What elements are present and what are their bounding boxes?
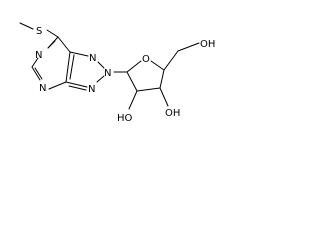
bond-c2prime-c1prime — [126, 71, 138, 92]
atom-hydroxyl-ch2: OH — [200, 39, 215, 50]
atom-hydroxyl-right: OH — [165, 108, 180, 119]
bond-c3a-c7a-double — [69, 54, 75, 80]
atom-oxygen-ring: O — [142, 54, 150, 65]
atom-nitrogen-triazole-top: N — [89, 53, 96, 64]
atom-hydroxyl-left: HO — [117, 113, 133, 124]
bond-c5-n4 — [31, 66, 41, 81]
molecule-structure: S N N N N N O OH HO OH — [19, 22, 215, 124]
bond-n6-c5 — [31, 57, 39, 68]
atom-nitrogen-triazole-bottom: N — [88, 84, 95, 95]
bond-c3a-n3 — [69, 51, 89, 57]
bond-n3-n2 — [97, 61, 105, 69]
bond-c4prime-c3prime — [159, 69, 165, 89]
bond-c7-c3a — [57, 36, 71, 53]
bond-c5-n4-double — [34, 67, 43, 80]
bond-methyl-s — [19, 22, 34, 30]
bond-n1-c7a — [65, 81, 88, 88]
bond-c3prime-c2prime — [136, 87, 161, 92]
bond-c4prime-c5prime — [163, 50, 179, 71]
bond-n4-c7a — [48, 81, 67, 90]
atom-sulfur: S — [36, 26, 42, 37]
atom-nitrogen-pyrimidine-top: N — [35, 50, 42, 61]
bond-c5prime-oh — [177, 42, 200, 52]
bond-n2-n1 — [96, 75, 105, 83]
bond-o-c4prime — [150, 60, 165, 71]
atom-nitrogen-pyrimidine-bottom: N — [39, 83, 46, 94]
bond-s-c7 — [46, 29, 59, 38]
bond-c1prime-o — [126, 60, 142, 73]
bond-n1-c7a-double — [68, 85, 87, 91]
bond-c7-n6-double — [47, 40, 56, 49]
atom-nitrogen-triazole-middle: N — [104, 68, 111, 79]
bond-c3a-c7a — [65, 51, 71, 83]
bond-c3prime-oh — [159, 87, 169, 107]
bond-c2prime-oh — [128, 90, 138, 110]
